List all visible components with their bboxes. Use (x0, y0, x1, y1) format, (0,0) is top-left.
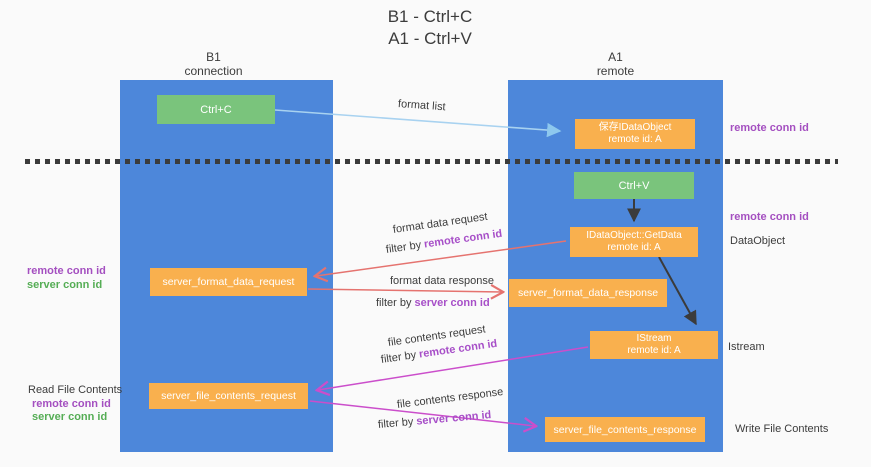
label-server-conn-id-left-2: server conn id (32, 411, 108, 423)
node-file-resp-label: server_file_contents_response (553, 423, 697, 436)
filter-by-text: filter by (376, 297, 412, 309)
node-server-file-contents-request: server_file_contents_request (149, 383, 308, 409)
node-idataobject-getdata: IDataObject::GetData remote id: A (570, 227, 698, 257)
column-b1-name: B1 (206, 50, 221, 64)
node-ctrl-v-label: Ctrl+V (618, 179, 650, 192)
label-server-conn-id-left-1: server conn id (27, 279, 103, 291)
label-remote-conn-id-mid-right: remote conn id (730, 211, 809, 223)
filter-by-text: filter by (377, 415, 414, 431)
label-remote-conn-id-left-2: remote conn id (32, 398, 111, 410)
node-fmt-resp-label: server_format_data_response (517, 287, 659, 299)
node-server-format-data-response: server_format_data_response (509, 279, 667, 307)
node-server-file-contents-response: server_file_contents_response (545, 417, 705, 442)
label-istream: Istream (728, 341, 765, 353)
node-getdata-line2: remote id: A (607, 242, 661, 253)
column-b1-subtitle: connection (184, 64, 243, 78)
title-line-1: B1 - Ctrl+C (387, 7, 473, 26)
node-istream-line2: remote id: A (627, 345, 681, 356)
column-a1-subtitle: remote (596, 64, 635, 78)
diagram-title: B1 - Ctrl+C A1 - Ctrl+V (280, 6, 580, 50)
server-conn-id-text: server conn id (414, 297, 490, 309)
label-write-file-contents: Write File Contents (735, 423, 829, 435)
label-remote-conn-id-top-right: remote conn id (730, 122, 809, 134)
node-save-idataobject-line2: remote id: A (608, 134, 662, 145)
node-server-format-data-request: server_format_data_request (150, 268, 307, 296)
label-remote-conn-id-left-1: remote conn id (27, 265, 106, 277)
node-fmt-req-label: server_format_data_request (162, 276, 295, 288)
edge-label-format-list: format list (397, 98, 446, 114)
node-ctrl-c-label: Ctrl+C (200, 103, 232, 116)
column-header-a1: A1 remote (508, 50, 723, 78)
node-istream: IStream remote id: A (590, 331, 718, 359)
label-dataobject: DataObject (730, 235, 786, 247)
edge-label-file-contents-response: file contents response (396, 386, 504, 411)
node-save-idataobject: 保存IDataObject remote id: A (575, 119, 695, 149)
title-line-2: A1 - Ctrl+V (388, 29, 472, 48)
column-header-b1: B1 connection (107, 50, 320, 78)
node-ctrl-v: Ctrl+V (574, 172, 694, 199)
node-istream-line1: IStream (636, 333, 672, 344)
node-getdata-line1: IDataObject::GetData (586, 230, 682, 241)
node-save-idataobject-line1: 保存IDataObject (598, 122, 672, 133)
column-a1-name: A1 (608, 50, 623, 64)
node-file-req-label: server_file_contents_request (161, 390, 296, 402)
filter-by-text: filter by (385, 239, 422, 256)
edge-label-format-data-response: format data response (390, 275, 494, 287)
label-read-file-contents: Read File Contents (28, 384, 123, 396)
node-ctrl-c: Ctrl+C (157, 95, 275, 124)
arrow-format-data-response (307, 289, 502, 292)
server-conn-id-text: server conn id (415, 409, 492, 428)
remote-conn-id-text: remote conn id (423, 227, 504, 251)
filter-by-text: filter by (380, 349, 417, 366)
dashed-separator (25, 159, 838, 164)
